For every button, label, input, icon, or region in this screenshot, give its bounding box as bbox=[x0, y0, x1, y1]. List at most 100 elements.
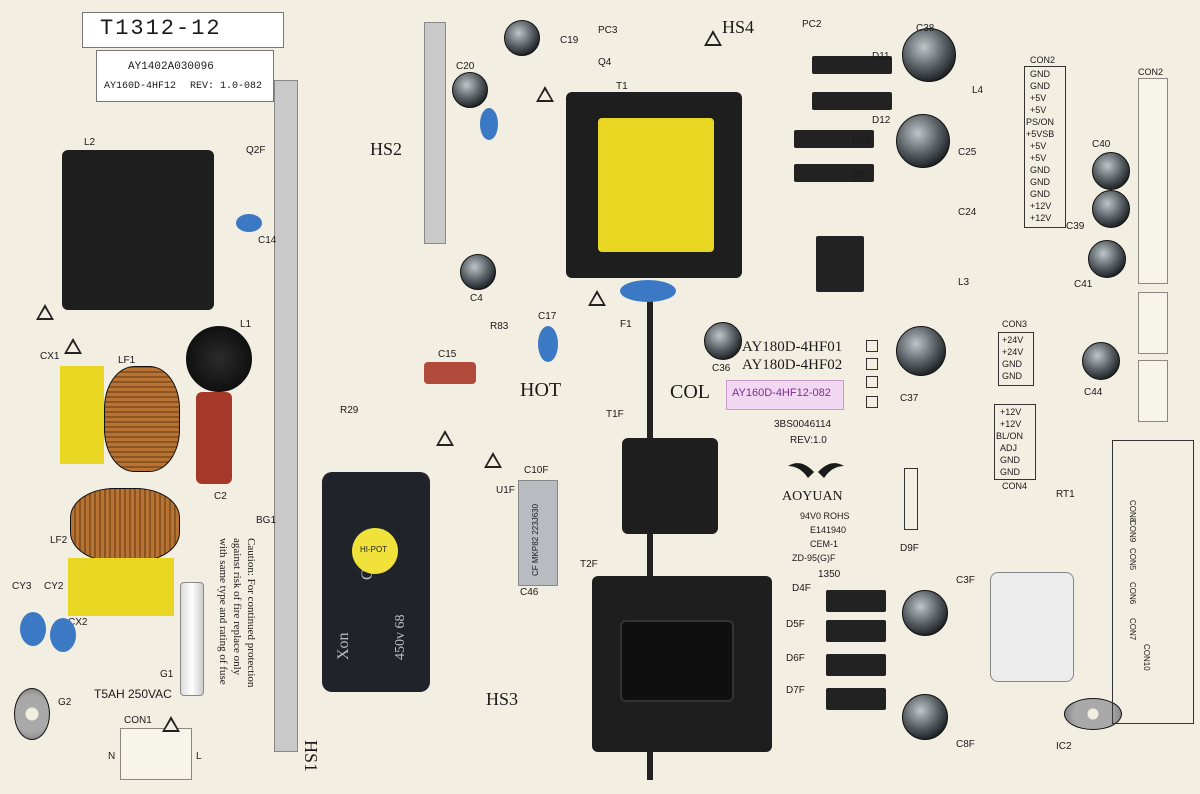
label-c8f: C8F bbox=[956, 739, 975, 750]
label-r41: R83 bbox=[490, 321, 509, 332]
label-d11: D10 bbox=[852, 135, 871, 146]
diode-d8 bbox=[816, 236, 864, 292]
warning-icon bbox=[36, 304, 54, 320]
label-cy1: CY2 bbox=[44, 581, 64, 592]
label-l1: L1 bbox=[240, 319, 252, 330]
con2-pin-11: GND bbox=[1030, 189, 1050, 199]
label-c3f: C3F bbox=[956, 575, 975, 586]
diode-d11 bbox=[794, 130, 874, 148]
caution-line-3: with same type and rating of fuse bbox=[217, 538, 229, 685]
transformer-t2f-core bbox=[620, 620, 734, 702]
capacitor-cy2 bbox=[20, 612, 46, 646]
connector-con3[interactable] bbox=[1138, 292, 1168, 354]
con2-pin-1: GND bbox=[1030, 69, 1050, 79]
con2-pin-8: +5V bbox=[1030, 153, 1047, 163]
label-t1: T1 bbox=[616, 81, 628, 92]
transformer-t1-winding bbox=[598, 118, 714, 252]
con4-table bbox=[994, 404, 1036, 480]
ground-lug-g1 bbox=[14, 688, 50, 740]
connector-con2[interactable] bbox=[1138, 78, 1168, 284]
con2-pin-12: +12V bbox=[1030, 201, 1052, 211]
con3-table bbox=[998, 332, 1034, 386]
con4-pin-6: GND bbox=[1000, 467, 1020, 477]
warning-icon bbox=[536, 86, 554, 102]
heatsink-hs2 bbox=[424, 22, 446, 244]
label-hs4: HS4 bbox=[722, 17, 755, 37]
label-con10: CON10 bbox=[1142, 644, 1151, 671]
connector-con4[interactable] bbox=[1138, 360, 1168, 422]
diode-d10 bbox=[794, 164, 874, 182]
zd-mark: ZD-95(G)F bbox=[792, 553, 836, 563]
diode-d6f bbox=[826, 654, 886, 676]
label-d12: D11 bbox=[872, 51, 890, 62]
label-l3: L3 bbox=[958, 277, 970, 288]
variant-checkbox-1 bbox=[866, 340, 878, 352]
capacitor-c25 bbox=[896, 114, 950, 168]
label-c2: C2 bbox=[214, 491, 227, 502]
label-hs2: HS2 bbox=[370, 139, 403, 159]
chip-print: CF MKP82 223J630 bbox=[531, 503, 540, 576]
model-code: AY160D-4HF12 bbox=[104, 81, 177, 92]
choke-lf1 bbox=[104, 366, 180, 472]
capacitor-c8f bbox=[902, 694, 948, 740]
con4-pin-4: ADJ bbox=[1000, 443, 1018, 453]
con2-pin-13: +12V bbox=[1030, 213, 1052, 223]
model-sticker-text: AY160D-4HF12-082 bbox=[732, 387, 831, 399]
capacitor-cy1 bbox=[50, 618, 76, 652]
model-tag-text: T1312-12 bbox=[100, 16, 222, 41]
maker-name: AOYUAN bbox=[782, 489, 843, 504]
label-cy3: F1 bbox=[620, 319, 632, 330]
diode-d13 bbox=[812, 92, 892, 110]
film-capacitor bbox=[518, 480, 558, 586]
label-u1f: RT1 bbox=[1056, 489, 1075, 500]
capacitor-c4 bbox=[460, 254, 496, 290]
label-l2: L2 bbox=[84, 137, 96, 148]
label-rt1: R29 bbox=[340, 405, 359, 416]
con3-pin-3: GND bbox=[1002, 359, 1022, 369]
warning-icon bbox=[484, 452, 502, 468]
capacitor-c40 bbox=[1092, 152, 1130, 190]
label-pc3: Q4 bbox=[598, 57, 612, 68]
label-cx2: CX2 bbox=[68, 617, 88, 628]
capacitor-cy3 bbox=[620, 280, 676, 302]
variant-checkbox-2 bbox=[866, 358, 878, 370]
choke-lf2 bbox=[70, 488, 180, 562]
variant-checkbox-3 bbox=[866, 376, 878, 388]
label-q8: Q2F bbox=[246, 145, 266, 156]
label-con9: CON9 bbox=[1128, 520, 1137, 543]
cap-print-brand: Xon bbox=[335, 632, 352, 660]
con2-pin-2: GND bbox=[1030, 81, 1050, 91]
label-l-pin: L bbox=[196, 751, 202, 762]
label-lf2: LF2 bbox=[50, 535, 68, 546]
diode-d4f bbox=[826, 590, 886, 612]
label-q2f: U1F bbox=[496, 485, 515, 496]
cem-mark: CEM-1 bbox=[810, 539, 839, 549]
label-con5: CON5 bbox=[1128, 548, 1137, 571]
label-c37: C37 bbox=[900, 393, 919, 404]
capacitor-c15 bbox=[424, 362, 476, 384]
label-con8: CON8 bbox=[1128, 500, 1137, 523]
date-code: 1350 bbox=[818, 569, 841, 580]
label-hot: HOT bbox=[520, 379, 562, 401]
hipot-sticker bbox=[352, 528, 398, 574]
label-c14: C14 bbox=[258, 235, 277, 246]
label-d5f: D5F bbox=[786, 619, 805, 630]
connector-con1[interactable] bbox=[120, 728, 192, 780]
label-g2: IC2 bbox=[1056, 741, 1072, 752]
label-f1: G1 bbox=[160, 669, 174, 680]
label-d10: D9 bbox=[852, 169, 865, 180]
bulk-capacitor bbox=[322, 472, 430, 692]
label-c25: C25 bbox=[958, 147, 977, 158]
con3-pin-1: +24V bbox=[1002, 335, 1024, 345]
hipot-text: HI-POT bbox=[360, 545, 388, 554]
heatsink-hs1 bbox=[274, 80, 298, 752]
label-c20: C20 bbox=[456, 61, 475, 72]
label-cx1: CX1 bbox=[40, 351, 60, 362]
label-c41: C41 bbox=[1074, 279, 1093, 290]
rohs-mark: 94V0 ROHS bbox=[800, 511, 850, 521]
con3-pin-2: +24V bbox=[1002, 347, 1024, 357]
diode-d5f bbox=[826, 620, 886, 642]
label-c17: C17 bbox=[538, 311, 557, 322]
label-c15: C15 bbox=[438, 349, 457, 360]
